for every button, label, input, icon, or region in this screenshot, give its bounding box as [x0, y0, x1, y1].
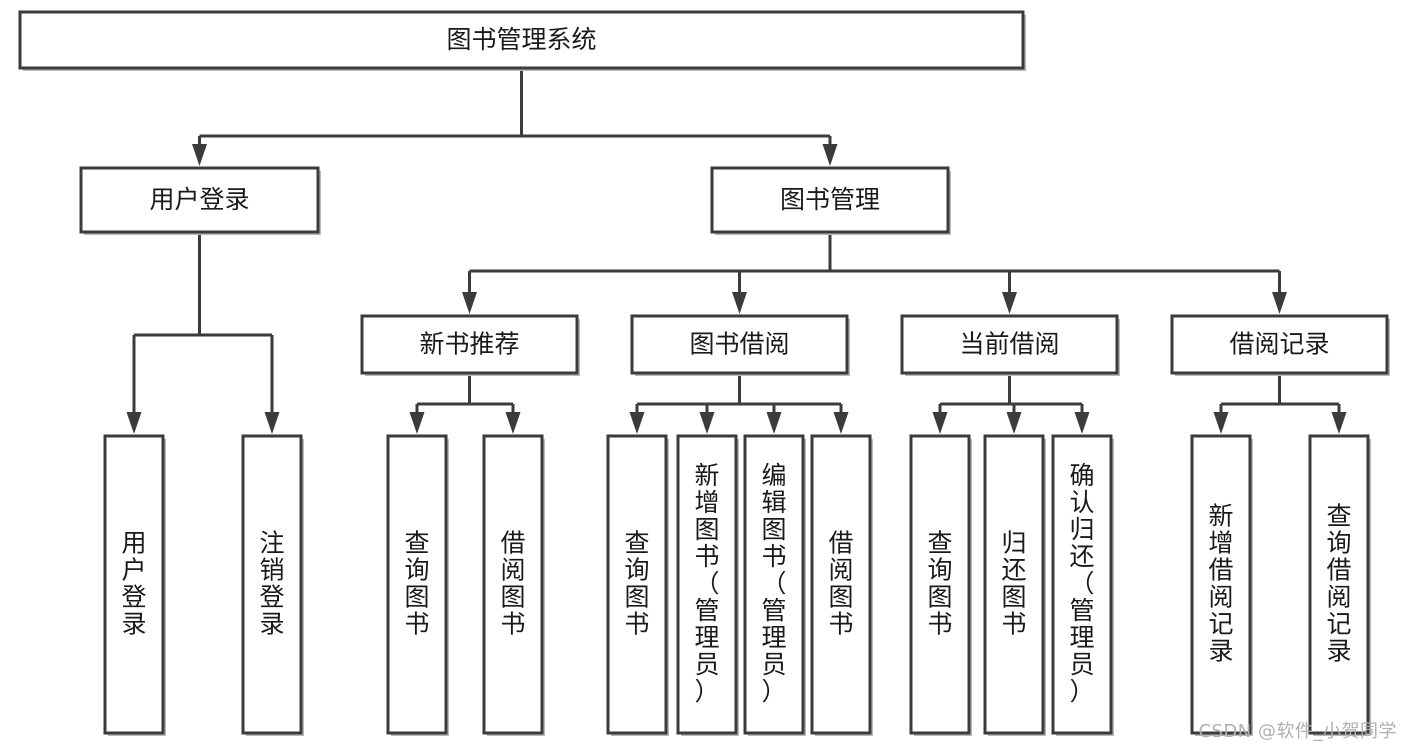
arrow-head-icon — [766, 412, 782, 434]
node-label: 图书管理 — [780, 185, 880, 214]
node-user-login-do[interactable]: 用户登录 — [103, 434, 166, 736]
node-borrow-record[interactable]: 借阅记录 — [1170, 314, 1390, 376]
node-current-return-book[interactable]: 归还图书 — [983, 434, 1046, 736]
node-label: 归还图书 — [1001, 529, 1026, 639]
connector-book-management — [462, 232, 1287, 314]
node-current-query-book[interactable]: 查询图书 — [909, 434, 972, 736]
arrow-head-icon — [833, 412, 849, 434]
node-record-add[interactable]: 新增借阅记录 — [1190, 434, 1253, 736]
arrow-head-icon — [932, 412, 948, 434]
arrow-head-icon — [1002, 292, 1017, 314]
node-book-management[interactable]: 图书管理 — [710, 166, 951, 235]
arrow-head-icon — [505, 412, 521, 434]
node-label: 用户登录 — [121, 529, 146, 639]
node-label: 注销登录 — [259, 529, 284, 639]
connector-current-borrow — [932, 373, 1090, 434]
node-label: 借阅记录 — [1229, 330, 1329, 359]
connector-user-login — [126, 232, 280, 434]
node-user-login[interactable]: 用户登录 — [79, 166, 321, 235]
connector-borrow-record — [1213, 373, 1347, 434]
arrow-head-icon — [462, 292, 477, 314]
node-label: 借阅图书 — [500, 529, 525, 639]
node-borrow-borrow-book[interactable]: 借阅图书 — [810, 434, 873, 736]
arrow-head-icon — [1272, 292, 1287, 314]
arrow-head-icon — [264, 412, 280, 434]
node-label: 新书推荐 — [419, 330, 519, 359]
node-label: 当前借阅 — [959, 330, 1059, 359]
node-label: 查询借阅记录 — [1326, 502, 1351, 666]
node-label: 借阅图书 — [828, 529, 853, 639]
arrow-head-icon — [1213, 412, 1229, 434]
arrow-head-icon — [629, 412, 645, 434]
node-label: 编辑图书（管理员） — [761, 461, 786, 706]
node-label: 用户登录 — [149, 185, 249, 214]
node-user-logout[interactable]: 注销登录 — [241, 434, 304, 736]
arrow-head-icon — [126, 412, 142, 434]
node-new-book-recommend[interactable]: 新书推荐 — [360, 314, 580, 376]
node-label: 查询图书 — [404, 529, 429, 639]
node-record-query[interactable]: 查询借阅记录 — [1308, 434, 1371, 736]
arrow-head-icon — [1006, 412, 1022, 434]
connector-root — [192, 68, 838, 166]
node-label: 新增借阅记录 — [1208, 502, 1233, 666]
arrow-head-icon — [1331, 412, 1347, 434]
node-label: 确认归还（管理员） — [1069, 461, 1094, 706]
node-label: 查询图书 — [927, 529, 952, 639]
node-label: 查询图书 — [624, 529, 649, 639]
arrow-head-icon — [732, 292, 747, 314]
node-label: 图书管理系统 — [446, 25, 596, 54]
node-recommend-query-book[interactable]: 查询图书 — [386, 434, 449, 736]
arrow-head-icon — [822, 144, 838, 166]
edge-layer — [126, 68, 1347, 434]
node-current-confirm-return[interactable]: 确认归还（管理员） — [1051, 434, 1114, 736]
node-recommend-borrow-book[interactable]: 借阅图书 — [482, 434, 545, 736]
connector-new-book-recommend — [409, 373, 521, 434]
node-root[interactable]: 图书管理系统 — [18, 10, 1026, 71]
node-borrow-add-book[interactable]: 新增图书（管理员） — [676, 434, 739, 736]
node-label: 新增图书（管理员） — [694, 461, 719, 706]
arrow-head-icon — [409, 412, 425, 434]
node-label: 图书借阅 — [689, 330, 789, 359]
arrow-head-icon — [1074, 412, 1090, 434]
connector-book-borrow — [629, 373, 849, 434]
node-current-borrow[interactable]: 当前借阅 — [900, 314, 1120, 376]
node-borrow-query-book[interactable]: 查询图书 — [606, 434, 669, 736]
node-book-borrow[interactable]: 图书借阅 — [630, 314, 850, 376]
arrow-head-icon — [699, 412, 715, 434]
node-borrow-edit-book[interactable]: 编辑图书（管理员） — [743, 434, 806, 736]
arrow-head-icon — [192, 144, 207, 166]
node-layer: 图书管理系统用户登录用户登录注销登录图书管理新书推荐查询图书借阅图书图书借阅查询… — [18, 10, 1390, 736]
